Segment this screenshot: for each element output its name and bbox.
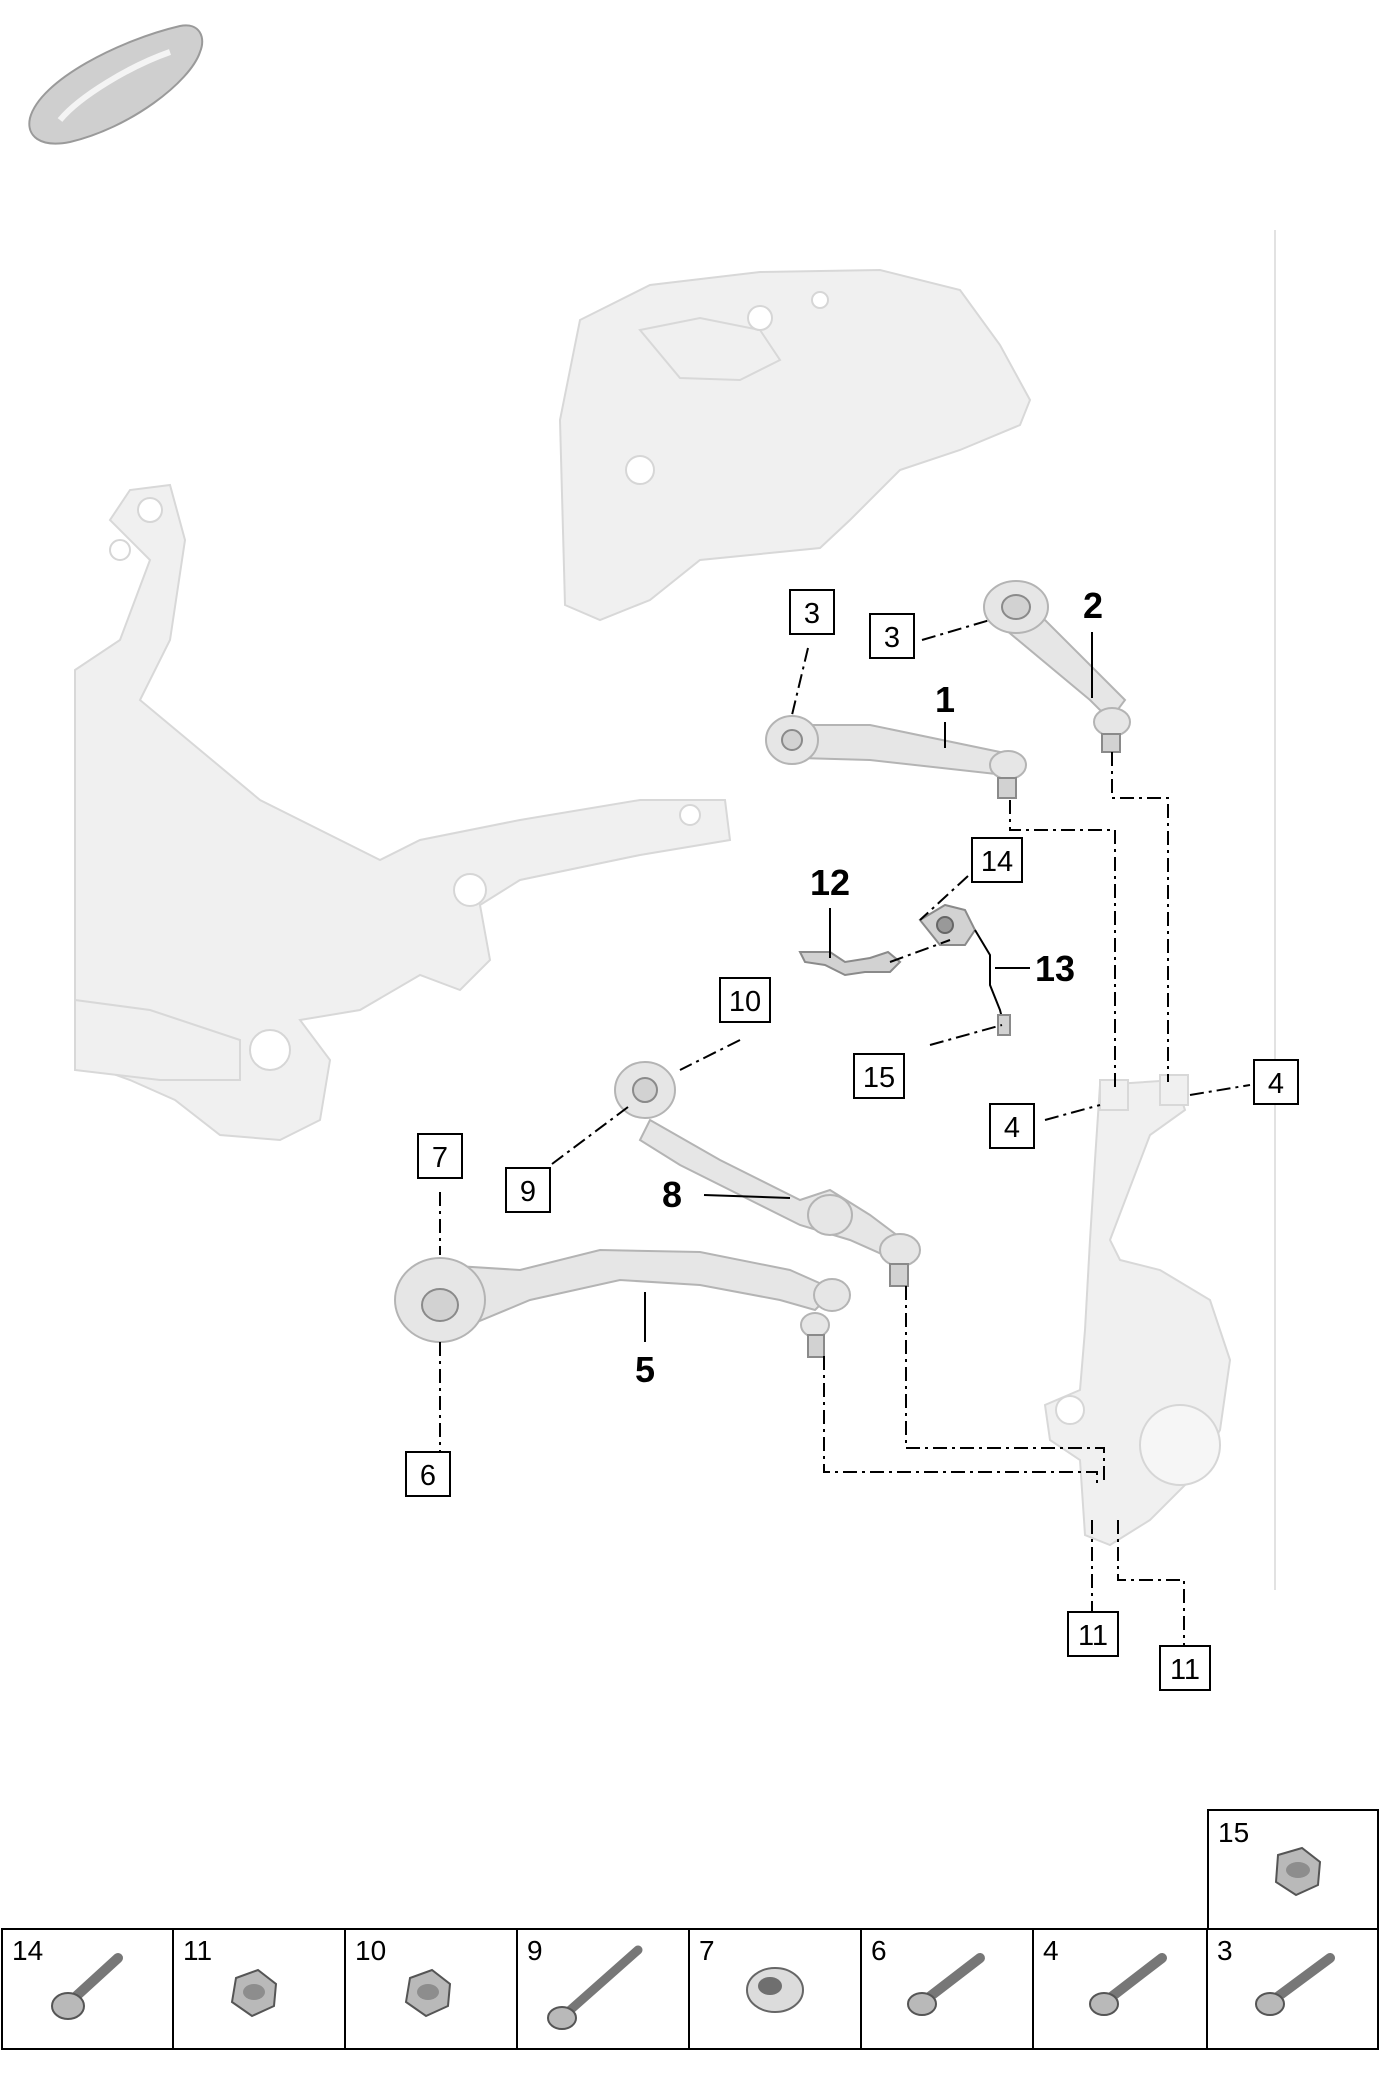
svg-text:15: 15 <box>1218 1817 1249 1848</box>
parts-cell-4[interactable]: 4 <box>1032 1928 1208 2050</box>
callout-4a[interactable]: 4 <box>989 1103 1035 1149</box>
callout-11b[interactable]: 11 <box>1159 1645 1211 1691</box>
callout-14[interactable]: 14 <box>971 837 1023 883</box>
vehicle-thumbnail-icon <box>28 24 204 145</box>
svg-text:3: 3 <box>1217 1935 1233 1966</box>
callout-9[interactable]: 9 <box>505 1167 551 1213</box>
control-arm-5 <box>394 1248 851 1358</box>
parts-cell-6[interactable]: 6 <box>860 1928 1034 2050</box>
svg-text:14: 14 <box>981 846 1013 878</box>
bolt-icon <box>1255 1953 1335 2016</box>
callout-4b[interactable]: 4 <box>1253 1059 1299 1105</box>
callout-5[interactable]: 5 <box>635 1349 655 1390</box>
callout-1[interactable]: 1 <box>935 679 955 720</box>
callout-12[interactable]: 12 <box>810 862 850 903</box>
control-arm-8 <box>614 1061 921 1287</box>
parts-cell-9[interactable]: 9 <box>516 1928 690 2050</box>
svg-text:6: 6 <box>420 1460 436 1492</box>
short-bolt-icon <box>51 1953 123 2020</box>
sensor-bracket-12 <box>798 950 902 977</box>
svg-text:11: 11 <box>183 1935 212 1966</box>
flange-nut-icon <box>230 1968 278 2018</box>
callout-6[interactable]: 6 <box>405 1451 451 1497</box>
svg-text:7: 7 <box>699 1935 715 1966</box>
svg-text:9: 9 <box>520 1176 536 1208</box>
callout-10[interactable]: 10 <box>719 977 771 1023</box>
callout-3b[interactable]: 3 <box>869 613 915 659</box>
front-subframe <box>74 483 732 1142</box>
callout-11a[interactable]: 11 <box>1067 1611 1119 1657</box>
callout-13[interactable]: 13 <box>1035 948 1075 989</box>
svg-text:14: 14 <box>12 1935 43 1966</box>
flange-nut-icon <box>1274 1846 1322 1897</box>
callout-15[interactable]: 15 <box>853 1053 905 1099</box>
control-arm-1 <box>765 715 1027 799</box>
svg-text:15: 15 <box>863 1062 895 1094</box>
assembly-lines <box>439 619 1251 1645</box>
parts-cell-3[interactable]: 3 <box>1206 1928 1379 2050</box>
level-sensor-13 <box>918 903 1011 1036</box>
bolt-icon <box>907 1953 985 2016</box>
svg-text:11: 11 <box>1078 1620 1108 1652</box>
parts-cell-14[interactable]: 14 <box>1 1928 174 2050</box>
svg-text:3: 3 <box>804 598 820 630</box>
svg-text:4: 4 <box>1268 1068 1284 1100</box>
svg-text:7: 7 <box>432 1142 448 1174</box>
callout-7[interactable]: 7 <box>417 1133 463 1179</box>
svg-text:9: 9 <box>527 1935 543 1966</box>
svg-text:4: 4 <box>1043 1935 1059 1966</box>
leader-lines <box>644 632 1093 1342</box>
svg-text:4: 4 <box>1004 1112 1020 1144</box>
eccentric-washer-icon <box>746 1967 804 2013</box>
svg-text:10: 10 <box>729 986 761 1018</box>
callout-2[interactable]: 2 <box>1083 585 1103 626</box>
strut-tower-panel <box>558 268 1032 622</box>
parts-cell-11[interactable]: 11 <box>172 1928 346 2050</box>
control-arm-2 <box>983 580 1131 753</box>
svg-text:6: 6 <box>871 1935 887 1966</box>
parts-table: 15 14 11 10 <box>1 1809 1379 2050</box>
callout-3a[interactable]: 3 <box>789 589 835 635</box>
svg-text:3: 3 <box>884 622 900 654</box>
parts-cell-10[interactable]: 10 <box>344 1928 518 2050</box>
callout-8[interactable]: 8 <box>662 1174 682 1215</box>
flange-nut-icon <box>404 1968 452 2018</box>
long-bolt-icon <box>547 1945 643 2030</box>
svg-text:11: 11 <box>1170 1654 1200 1686</box>
svg-text:10: 10 <box>355 1935 386 1966</box>
bolt-icon <box>1089 1953 1167 2016</box>
wheel-carrier <box>1043 1074 1232 1547</box>
parts-cell-7[interactable]: 7 <box>688 1928 862 2050</box>
parts-cell-15[interactable]: 15 <box>1207 1809 1379 1931</box>
